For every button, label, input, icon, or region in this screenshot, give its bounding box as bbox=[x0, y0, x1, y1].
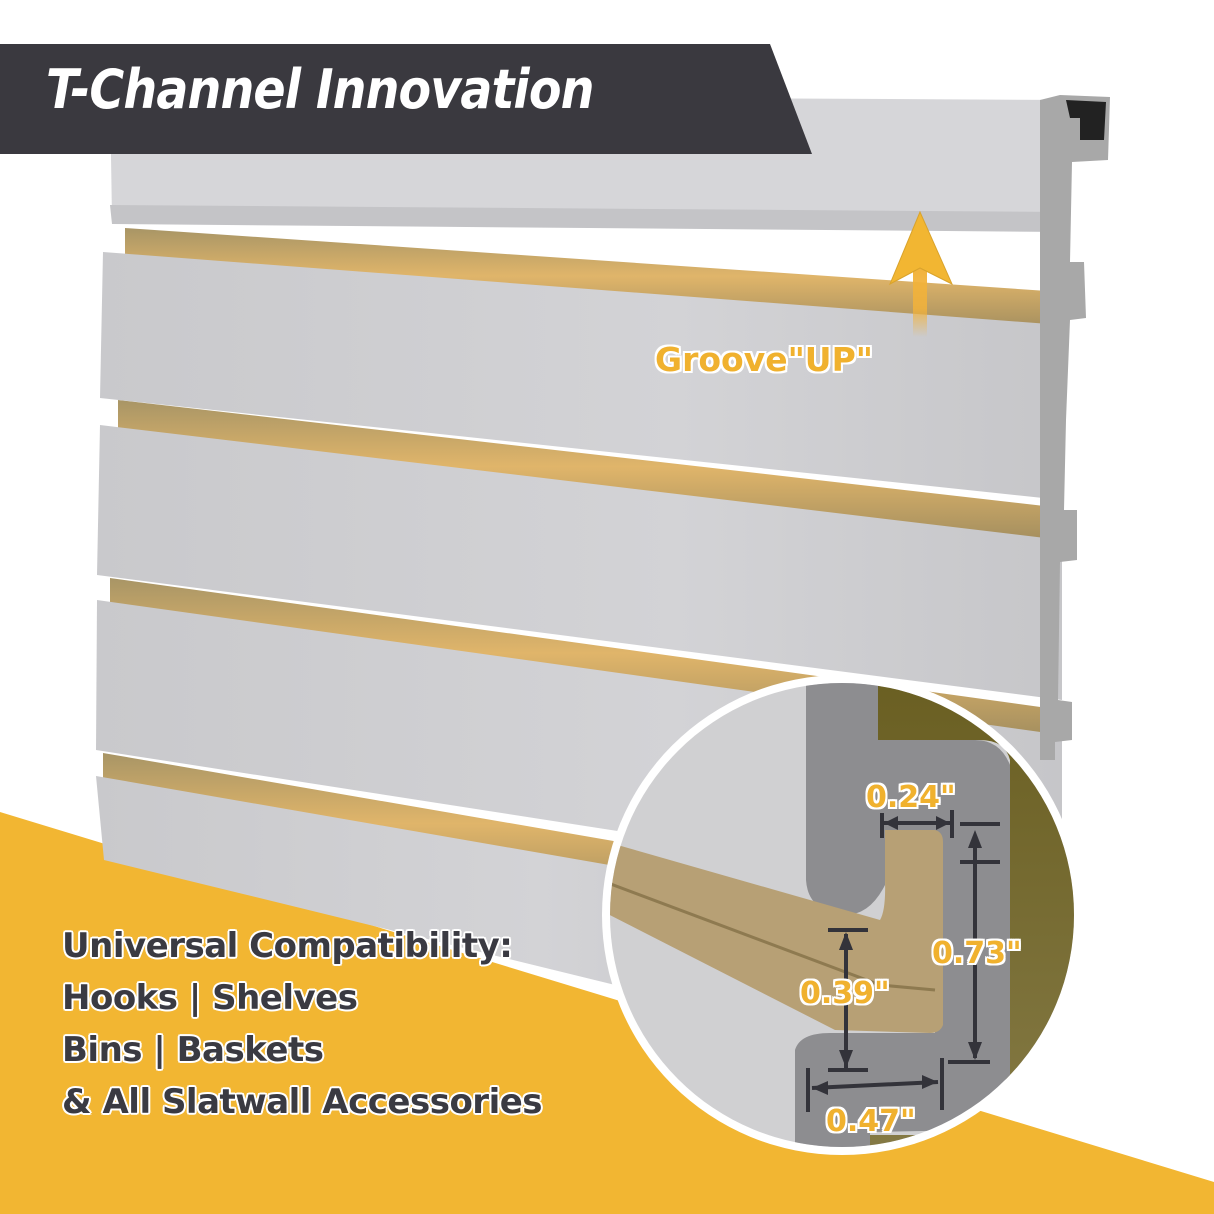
dimension-slot-width: 0.24" bbox=[866, 780, 956, 815]
title-banner bbox=[0, 44, 812, 154]
compatibility-line: Bins | Baskets bbox=[62, 1030, 324, 1070]
banner-title: T-Channel Innovation bbox=[46, 58, 594, 121]
dimension-channel-height: 0.73" bbox=[932, 936, 1022, 971]
dimension-channel-width: 0.47" bbox=[826, 1104, 916, 1139]
dimension-slot-depth: 0.39" bbox=[800, 976, 890, 1011]
compatibility-list: Universal Compatibility: Hooks | Shelves… bbox=[62, 920, 543, 1128]
dimension-lines bbox=[806, 810, 1000, 1112]
compatibility-heading: Universal Compatibility: bbox=[62, 926, 513, 966]
groove-up-arrow-icon bbox=[889, 210, 954, 337]
compatibility-line: & All Slatwall Accessories bbox=[62, 1082, 543, 1122]
panel-profile-edge bbox=[1040, 95, 1110, 760]
compatibility-line: Hooks | Shelves bbox=[62, 978, 358, 1018]
dimension-detail-circle bbox=[602, 675, 1082, 1155]
groove-up-label: Groove"UP" bbox=[655, 340, 873, 379]
